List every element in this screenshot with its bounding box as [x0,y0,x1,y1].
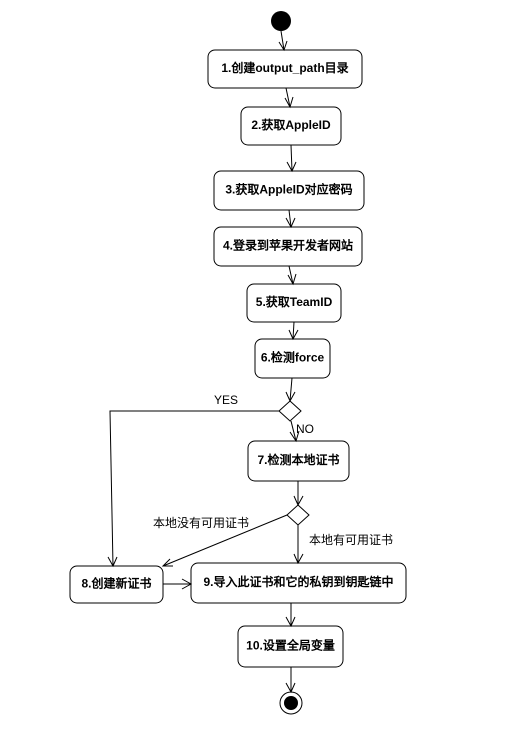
edge-label-has-local-cert: 本地有可用证书 [309,533,393,547]
node-label: 5.获取TeamID [256,294,333,309]
node-get-password: 3.获取AppleID对应密码 [213,170,365,211]
node-label: 9.导入此证书和它的私钥到钥匙链中 [203,574,393,589]
decision-force [278,400,302,422]
node-label: 3.获取AppleID对应密码 [225,182,352,197]
node-create-new-cert: 8.创建新证书 [69,565,164,604]
node-get-appleid: 2.获取AppleID [240,106,342,146]
node-check-force: 6.检测force [254,338,331,379]
node-set-global-vars: 10.设置全局变量 [237,625,344,668]
node-label: 2.获取AppleID [251,117,331,132]
node-label: 8.创建新证书 [81,576,151,591]
node-label: 10.设置全局变量 [246,638,335,653]
node-label: 4.登录到苹果开发者网站 [223,238,353,253]
decision-local-cert [286,504,310,526]
node-label: 1.创建output_path目录 [221,60,348,75]
node-check-local-cert: 7.检测本地证书 [247,440,350,482]
edges [107,30,304,694]
node-get-teamid: 5.获取TeamID [246,283,342,323]
node-import-cert-keychain: 9.导入此证书和它的私钥到钥匙链中 [190,562,407,604]
edge-label-no-local-cert: 本地没有可用证书 [153,515,249,530]
edge-label-yes: YES [214,393,238,407]
start-node [271,11,291,31]
edge-label-no: NO [296,422,314,436]
node-create-output-path: 1.创建output_path目录 [207,49,363,89]
node-login-developer-site: 4.登录到苹果开发者网站 [213,226,363,267]
node-label: 6.检测force [261,350,325,365]
node-label: 7.检测本地证书 [257,452,339,467]
end-node-inner [284,696,298,710]
